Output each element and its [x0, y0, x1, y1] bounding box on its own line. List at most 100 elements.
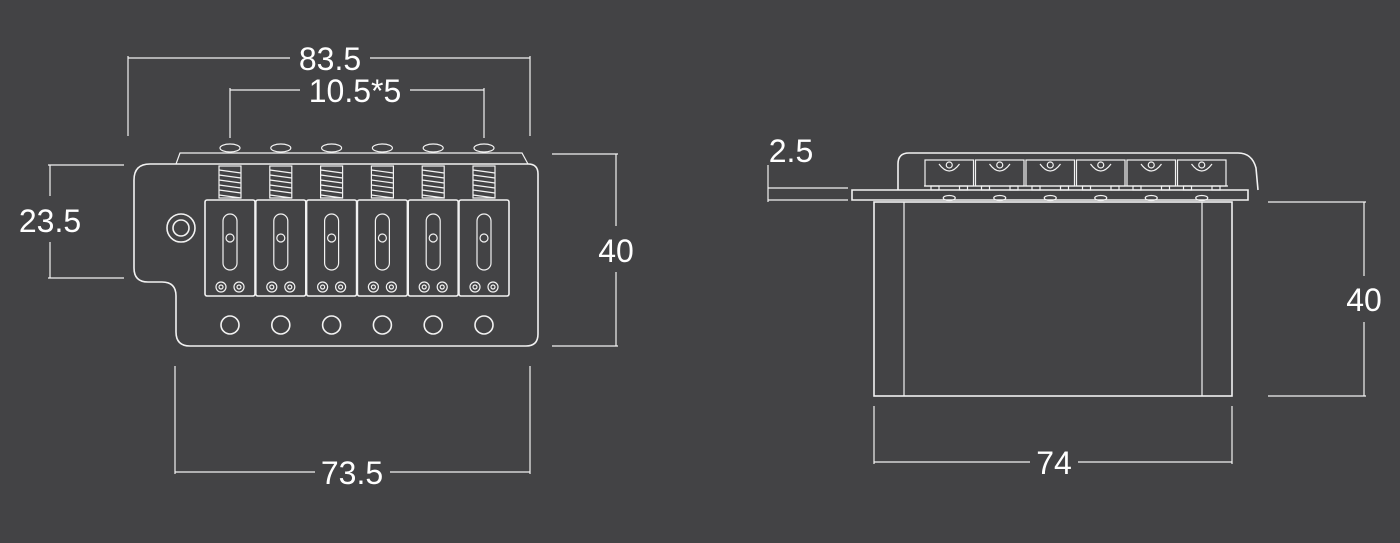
saddle-body: [458, 199, 510, 297]
string-through-hole: [220, 315, 240, 335]
saddle-string-hole: [479, 233, 489, 243]
side-saddle-foot-left: [1081, 185, 1092, 191]
side-saddle-foot-right: [1160, 185, 1171, 191]
dimension-plate-thickness: 2.5: [767, 133, 848, 202]
height-screw-left: [317, 281, 329, 293]
side-saddle: [974, 159, 1025, 202]
height-screw-right: [436, 281, 448, 293]
top-view: 83.5 10.5*5 23.5 40: [19, 41, 634, 491]
height-screw-left-center: [421, 284, 427, 290]
side-saddle-foot-right: [1211, 185, 1221, 191]
side-string-ferrule: [1195, 194, 1209, 202]
spring-coil: [371, 189, 394, 194]
string-through-hole: [423, 315, 444, 335]
side-saddle-body: [1176, 159, 1227, 187]
height-screw-left: [367, 281, 379, 293]
side-saddle-foot-left: [980, 185, 991, 191]
spring-coil: [472, 169, 496, 174]
intonation-screw-cap: [473, 143, 495, 153]
spring-coil: [422, 169, 445, 174]
side-string-ferrule: [1043, 194, 1057, 202]
intonation-screw-cap: [371, 143, 393, 153]
dimension-height-right: 40: [552, 153, 634, 347]
string-spacing-label: 10.5*5: [309, 73, 402, 109]
saddle-slot: [222, 213, 238, 271]
side-view: 2.5 40 74: [767, 133, 1382, 481]
spring-coil: [269, 169, 292, 174]
height-screw-right: [284, 281, 296, 293]
side-saddle-body: [1075, 159, 1126, 187]
side-saddle-screw: [1147, 161, 1155, 169]
saddle: [204, 143, 256, 297]
string-hole-row: [220, 315, 494, 335]
side-saddle-foot-right: [1009, 185, 1019, 191]
side-saddle-foot-right: [1110, 185, 1120, 191]
height-screw-right-center: [490, 284, 496, 290]
spring-coil: [269, 179, 292, 184]
side-string-ferrule: [993, 194, 1007, 202]
saddle-string-hole: [276, 233, 286, 243]
base-width-label: 73.5: [321, 455, 383, 491]
spring-coil: [218, 184, 242, 189]
string-through-hole: [321, 315, 342, 335]
spring-coil: [218, 174, 242, 179]
pivot-screw-hole-outer: [166, 213, 196, 243]
side-saddle-body: [924, 159, 975, 187]
dimension-block-height: 40: [1268, 201, 1382, 397]
spring-coil: [422, 194, 445, 199]
intonation-screw-cap: [422, 143, 444, 153]
spring-coil: [218, 169, 242, 174]
dimension-base-width: 73.5: [174, 366, 531, 491]
height-screw-right: [385, 281, 397, 293]
spring-coil: [371, 184, 394, 189]
side-saddle-curve: [1191, 163, 1213, 172]
string-through-hole: [270, 315, 291, 335]
height-screw-left-center: [218, 284, 224, 290]
string-through-hole: [474, 315, 494, 335]
spring-coil: [472, 179, 496, 184]
side-saddle-foot-left: [1031, 185, 1041, 191]
string-through-hole: [372, 315, 393, 335]
spring-coil: [269, 189, 292, 194]
side-saddle-body: [1025, 159, 1076, 187]
spring-coil: [320, 179, 343, 184]
dimension-height-left: 23.5: [19, 164, 124, 279]
height-screw-right: [233, 281, 245, 293]
saddle-slot: [374, 213, 390, 271]
tremolo-block: [873, 201, 1233, 397]
side-saddle-curve: [1090, 163, 1112, 172]
height-screw-right: [487, 281, 499, 293]
spring-coil: [269, 194, 292, 199]
side-saddle-screw: [1198, 161, 1206, 169]
side-saddle-foot-left: [1182, 185, 1193, 191]
intonation-spring: [269, 165, 293, 199]
side-saddle-foot-left: [1132, 185, 1142, 191]
height-screw-left: [418, 281, 430, 293]
spring-outline: [269, 165, 293, 199]
saddle: [356, 143, 409, 297]
side-saddle-screw: [945, 161, 953, 169]
overall-width-label: 83.5: [299, 41, 361, 77]
height-screw-left-center: [370, 284, 376, 290]
height-screw-right-center: [236, 284, 242, 290]
spring-outline: [421, 165, 445, 199]
height-screw-right-center: [439, 284, 445, 290]
spring-coil: [472, 194, 496, 199]
saddle-slot: [425, 213, 441, 271]
saddle: [305, 143, 358, 297]
dimension-block-width: 74: [873, 406, 1233, 481]
saddle-slot: [476, 213, 492, 271]
saddle-slot: [324, 213, 340, 271]
side-saddle-curve: [938, 163, 960, 172]
height-screw-right-center: [388, 284, 394, 290]
side-saddle-foot-right: [1059, 185, 1070, 191]
intonation-screw-cap: [270, 143, 292, 153]
side-saddle-foot-right: [958, 185, 969, 191]
spring-coil: [320, 194, 343, 199]
saddle-body: [255, 199, 307, 297]
spring-outline: [370, 165, 394, 199]
dimension-overall-width: 83.5: [127, 41, 531, 136]
spring-coil: [320, 174, 343, 179]
saddle-body: [356, 199, 409, 297]
